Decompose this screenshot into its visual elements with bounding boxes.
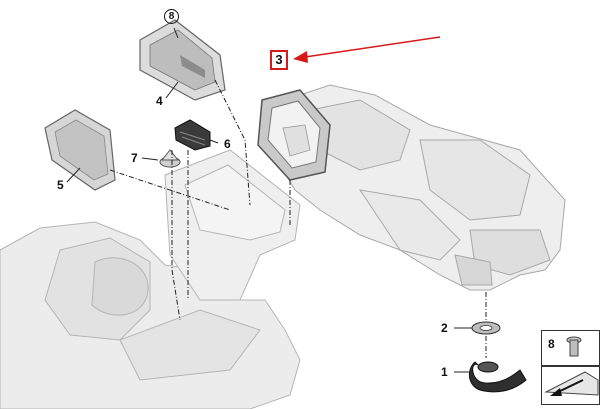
callout-6: 6 xyxy=(224,137,231,151)
callout-2: 2 xyxy=(441,321,448,335)
callout-leaders xyxy=(66,27,472,373)
leader-lines xyxy=(109,79,487,358)
callout-1: 1 xyxy=(441,365,448,379)
callout-7: 7 xyxy=(131,151,138,165)
callout-4: 4 xyxy=(156,94,163,108)
callout-5: 5 xyxy=(57,178,64,192)
panel-part-5 xyxy=(44,109,116,191)
legend-wedge-icon xyxy=(544,371,599,396)
firewall-body-structure xyxy=(0,149,301,409)
clip-part-7 xyxy=(159,149,181,168)
drain-hose-part-1 xyxy=(468,361,527,393)
highlight-arrow xyxy=(293,36,441,63)
hvac-housing xyxy=(269,84,566,291)
legend-fastener-box: 8 xyxy=(541,330,600,366)
washer-part-2 xyxy=(471,321,501,335)
callout-3-box: 3 xyxy=(270,50,288,70)
connector-part-6 xyxy=(174,119,211,151)
legend-label: 8 xyxy=(548,337,555,351)
legend-orientation-box xyxy=(541,366,600,405)
cover-part-4 xyxy=(139,19,226,101)
callout-8-circle: 8 xyxy=(164,9,179,24)
gasket-frame-part-3 xyxy=(257,89,331,181)
legend-screw-icon xyxy=(566,336,582,357)
